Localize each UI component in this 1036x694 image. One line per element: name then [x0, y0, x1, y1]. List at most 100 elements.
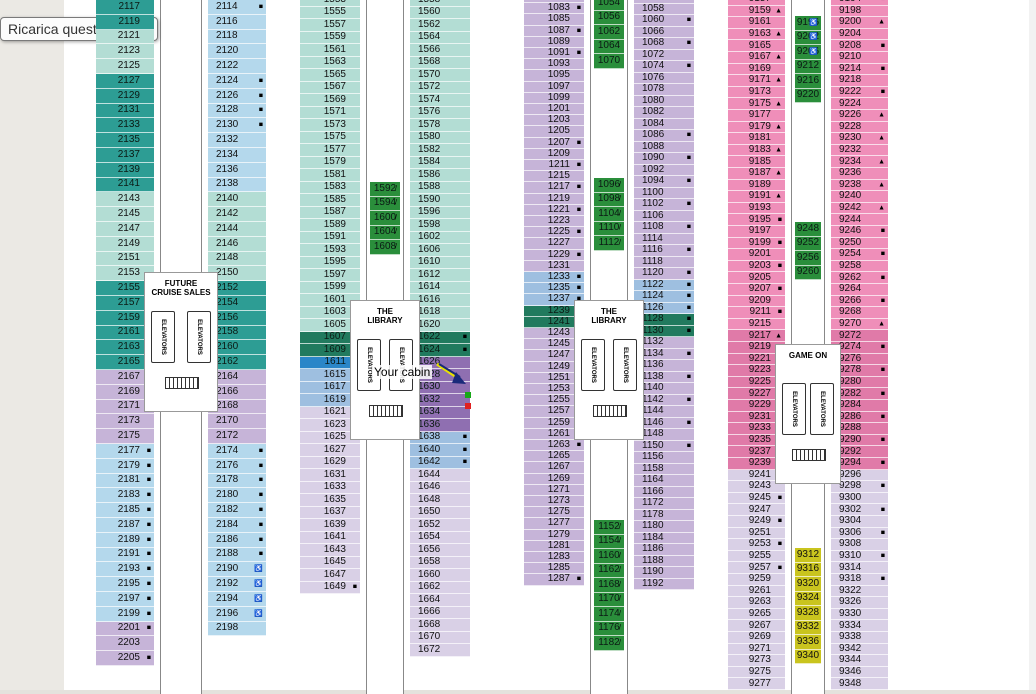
cabin-2185[interactable]: 2185■ — [96, 503, 154, 518]
cabin-2203[interactable]: 2203 — [96, 636, 154, 652]
cabin-2127[interactable]: 2127 — [96, 74, 154, 89]
cabin-1178[interactable]: 1178 — [634, 509, 694, 521]
cabin-1666[interactable]: 1666 — [410, 606, 470, 619]
cabin-1562[interactable]: 1562 — [410, 19, 470, 32]
cabin-9248[interactable]: 9248 — [795, 222, 821, 237]
cabin-2144[interactable]: 2144 — [208, 222, 266, 237]
cabin-2189[interactable]: 2189■ — [96, 532, 154, 548]
cabin-9266[interactable]: 9266■ — [831, 295, 888, 308]
cabin-1102[interactable]: 1102■ — [634, 199, 694, 211]
cabin-1649[interactable]: 1649■ — [300, 581, 360, 594]
cabin-9255[interactable]: 9255 — [728, 550, 785, 563]
cabin-9278[interactable]: 9278■ — [831, 365, 888, 377]
cabin-1192[interactable]: 1192 — [634, 578, 694, 590]
cabin-2114[interactable]: 2114■ — [208, 0, 266, 15]
cabin-9304[interactable]: 9304 — [831, 516, 888, 528]
cabin-9256[interactable]: 9256 — [795, 251, 821, 266]
cabin-2141[interactable]: 2141 — [96, 177, 154, 193]
cabin-9239[interactable]: 9239 — [728, 458, 785, 470]
cabin-2163[interactable]: 2163 — [96, 340, 154, 356]
cabin-9211[interactable]: 9211■ — [728, 307, 785, 319]
cabin-9246[interactable]: 9246■ — [831, 226, 888, 238]
cabin-1636[interactable]: 1636 — [410, 419, 470, 432]
cabin-1599[interactable]: 1599 — [300, 281, 360, 294]
cabin-1281[interactable]: 1281 — [524, 540, 584, 552]
cabin-9265[interactable]: 9265 — [728, 608, 785, 621]
cabin-9169[interactable]: 9169 — [728, 63, 785, 76]
cabin-2134[interactable]: 2134 — [208, 148, 266, 163]
cabin-1072[interactable]: 1072 — [634, 49, 694, 61]
cabin-9163[interactable]: 9163▲ — [728, 28, 785, 41]
cabin-1587[interactable]: 1587 — [300, 206, 360, 219]
cabin-2154[interactable]: 2154 — [208, 296, 266, 311]
cabin-1591[interactable]: 1591 — [300, 231, 360, 244]
cabin-1070[interactable]: 1070 — [594, 54, 624, 69]
cabin-2205[interactable]: 2205■ — [96, 651, 154, 666]
cabin-1263[interactable]: 1263■ — [524, 440, 584, 452]
cabin-9196[interactable]: 9196♿ — [795, 16, 821, 31]
cabin-1132[interactable]: 1132 — [634, 337, 694, 349]
cabin-2199[interactable]: 2199■ — [96, 606, 154, 622]
cabin-9216[interactable]: 9216 — [795, 74, 821, 89]
cabin-1172[interactable]: 1172 — [634, 498, 694, 510]
cabin-1624[interactable]: 1624■ — [410, 344, 470, 357]
cabin-2148[interactable]: 2148 — [208, 251, 266, 267]
cabin-9215[interactable]: 9215 — [728, 318, 785, 331]
cabin-1058[interactable]: 1058 — [634, 3, 694, 15]
cabin-1589[interactable]: 1589 — [300, 219, 360, 232]
cabin-1084[interactable]: 1084 — [634, 118, 694, 130]
cabin-1605[interactable]: 1605 — [300, 319, 360, 332]
cabin-1584[interactable]: 1584 — [410, 156, 470, 169]
cabin-2159[interactable]: 2159 — [96, 310, 154, 326]
cabin-1078[interactable]: 1078 — [634, 84, 694, 96]
cabin-9268[interactable]: 9268 — [831, 307, 888, 319]
cabin-2128[interactable]: 2128■ — [208, 103, 266, 119]
cabin-2125[interactable]: 2125 — [96, 59, 154, 74]
cabin-1138[interactable]: 1138■ — [634, 371, 694, 383]
cabin-9249[interactable]: 9249■ — [728, 516, 785, 528]
cabin-1638[interactable]: 1638■ — [410, 431, 470, 444]
cabin-9290[interactable]: 9290■ — [831, 434, 888, 447]
cabin-2160[interactable]: 2160 — [208, 340, 266, 356]
cabin-2174[interactable]: 2174■ — [208, 444, 266, 459]
cabin-1118[interactable]: 1118 — [634, 256, 694, 268]
cabin-2184[interactable]: 2184■ — [208, 518, 266, 533]
cabin-9346[interactable]: 9346 — [831, 666, 888, 679]
cabin-9197[interactable]: 9197 — [728, 226, 785, 238]
cabin-9177[interactable]: 9177 — [728, 110, 785, 122]
cabin-1561[interactable]: 1561 — [300, 44, 360, 57]
cabin-1221[interactable]: 1221■ — [524, 204, 584, 216]
cabin-1597[interactable]: 1597 — [300, 269, 360, 282]
cabin-9183[interactable]: 9183▲ — [728, 144, 785, 157]
cabin-9344[interactable]: 9344 — [831, 655, 888, 667]
cabin-1215[interactable]: 1215 — [524, 171, 584, 183]
cabin-1632[interactable]: 1632 — [410, 394, 470, 407]
cabin-1082[interactable]: 1082 — [634, 107, 694, 119]
cabin-1060[interactable]: 1060■ — [634, 15, 694, 27]
cabin-9199[interactable]: 9199■ — [728, 237, 785, 250]
cabin-2188[interactable]: 2188■ — [208, 547, 266, 563]
cabin-9161[interactable]: 9161 — [728, 17, 785, 29]
cabin-1595[interactable]: 1595 — [300, 256, 360, 269]
cabin-1639[interactable]: 1639 — [300, 519, 360, 532]
cabin-2139[interactable]: 2139 — [96, 162, 154, 178]
cabin-9296[interactable]: 9296 — [831, 469, 888, 482]
cabin-1176[interactable]: 1176/ — [594, 621, 624, 636]
cabin-9250[interactable]: 9250 — [831, 237, 888, 250]
cabin-1630[interactable]: 1630 — [410, 381, 470, 394]
cabin-1645[interactable]: 1645 — [300, 556, 360, 569]
cabin-1144[interactable]: 1144 — [634, 406, 694, 418]
cabin-1091[interactable]: 1091■ — [524, 48, 584, 60]
cabin-2129[interactable]: 2129 — [96, 88, 154, 104]
cabin-1565[interactable]: 1565 — [300, 69, 360, 82]
cabin-2122[interactable]: 2122 — [208, 59, 266, 74]
cabin-2158[interactable]: 2158 — [208, 325, 266, 341]
cabin-9232[interactable]: 9232 — [831, 144, 888, 157]
cabin-1601[interactable]: 1601 — [300, 294, 360, 307]
cabin-1287[interactable]: 1287■ — [524, 574, 584, 586]
cabin-1261[interactable]: 1261 — [524, 428, 584, 440]
cabin-1271[interactable]: 1271 — [524, 484, 584, 496]
cabin-9206[interactable]: 9206♿ — [795, 45, 821, 60]
cabin-2137[interactable]: 2137 — [96, 148, 154, 163]
cabin-1186[interactable]: 1186 — [634, 544, 694, 556]
